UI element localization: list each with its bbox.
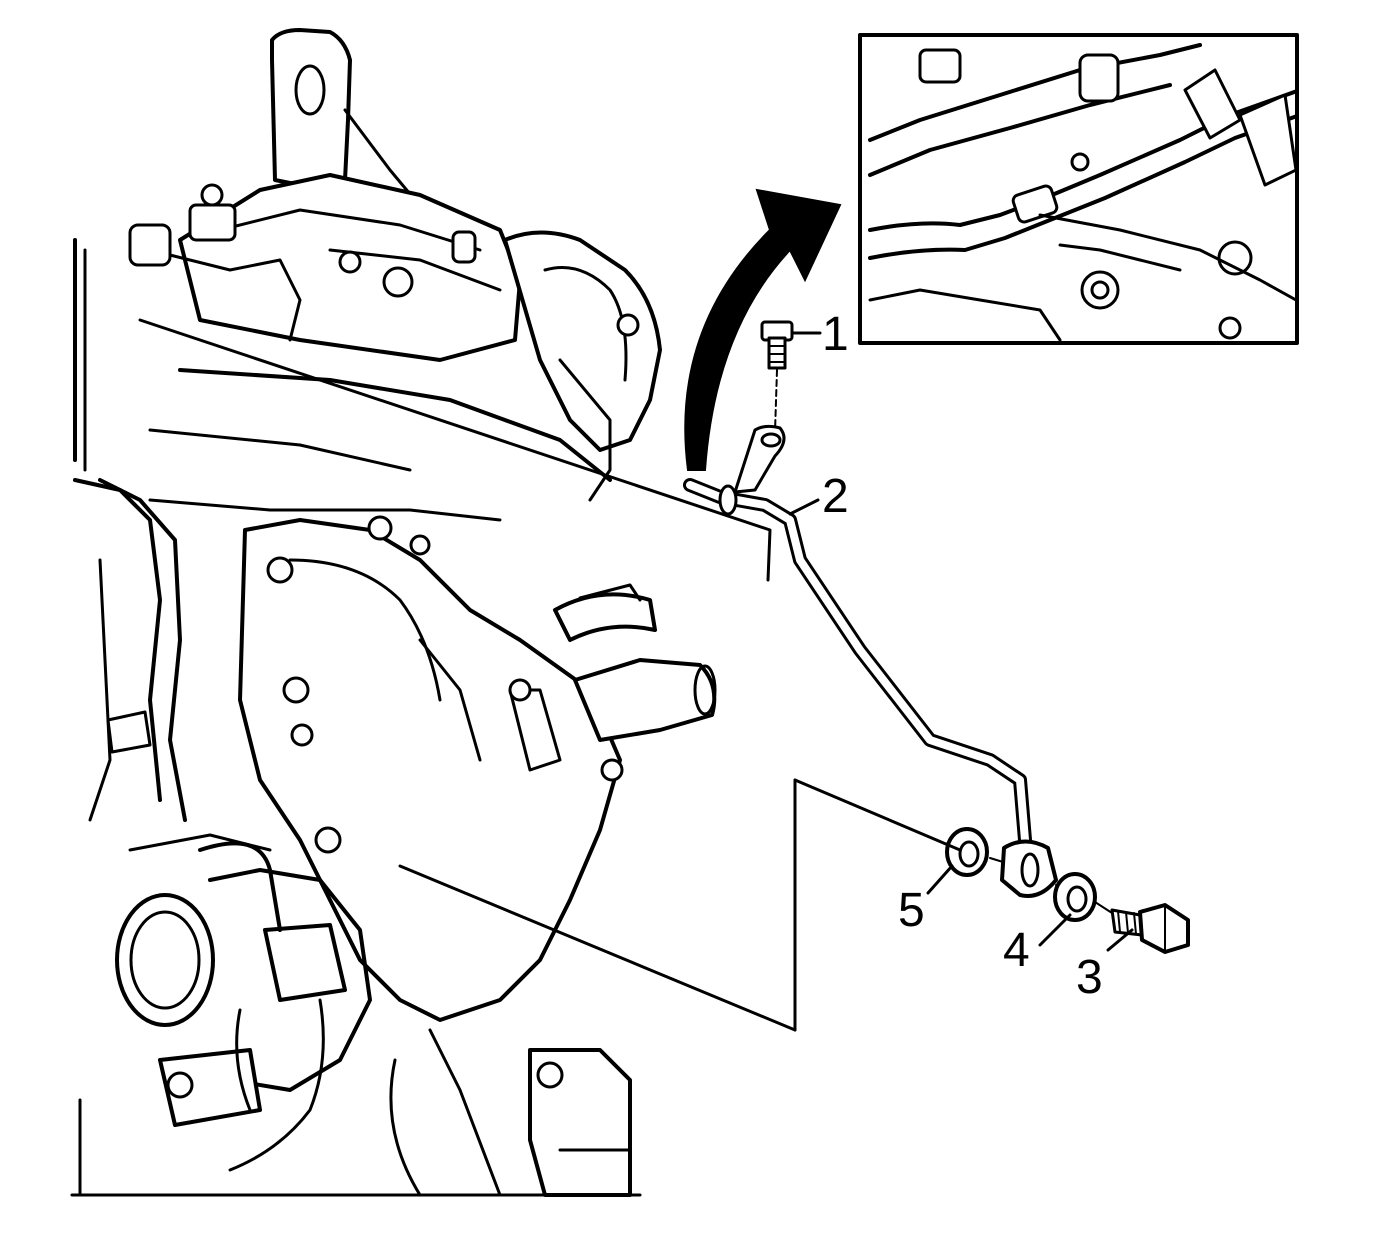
callout-2: 2 xyxy=(822,470,849,523)
leader-5 xyxy=(926,864,954,895)
leader-4 xyxy=(1038,913,1072,947)
bolt-1 xyxy=(760,320,794,433)
washer-5 xyxy=(945,827,989,877)
banjo-bolt-3 xyxy=(1110,903,1190,954)
callout-4: 4 xyxy=(1003,924,1030,977)
washer-4 xyxy=(1053,872,1097,922)
callout-1: 1 xyxy=(822,308,849,361)
fuel-pipe xyxy=(683,478,1032,847)
projection-lines xyxy=(138,318,1134,1032)
callout-5: 5 xyxy=(898,884,925,937)
detail-view-inset xyxy=(858,33,1299,345)
fuel-pipe-assembly xyxy=(683,320,1190,954)
leader-2 xyxy=(788,498,820,516)
leader-3 xyxy=(1106,928,1134,952)
callout-3: 3 xyxy=(1076,951,1103,1004)
engine-assembly xyxy=(70,28,717,1197)
detail-arrow xyxy=(684,188,842,471)
